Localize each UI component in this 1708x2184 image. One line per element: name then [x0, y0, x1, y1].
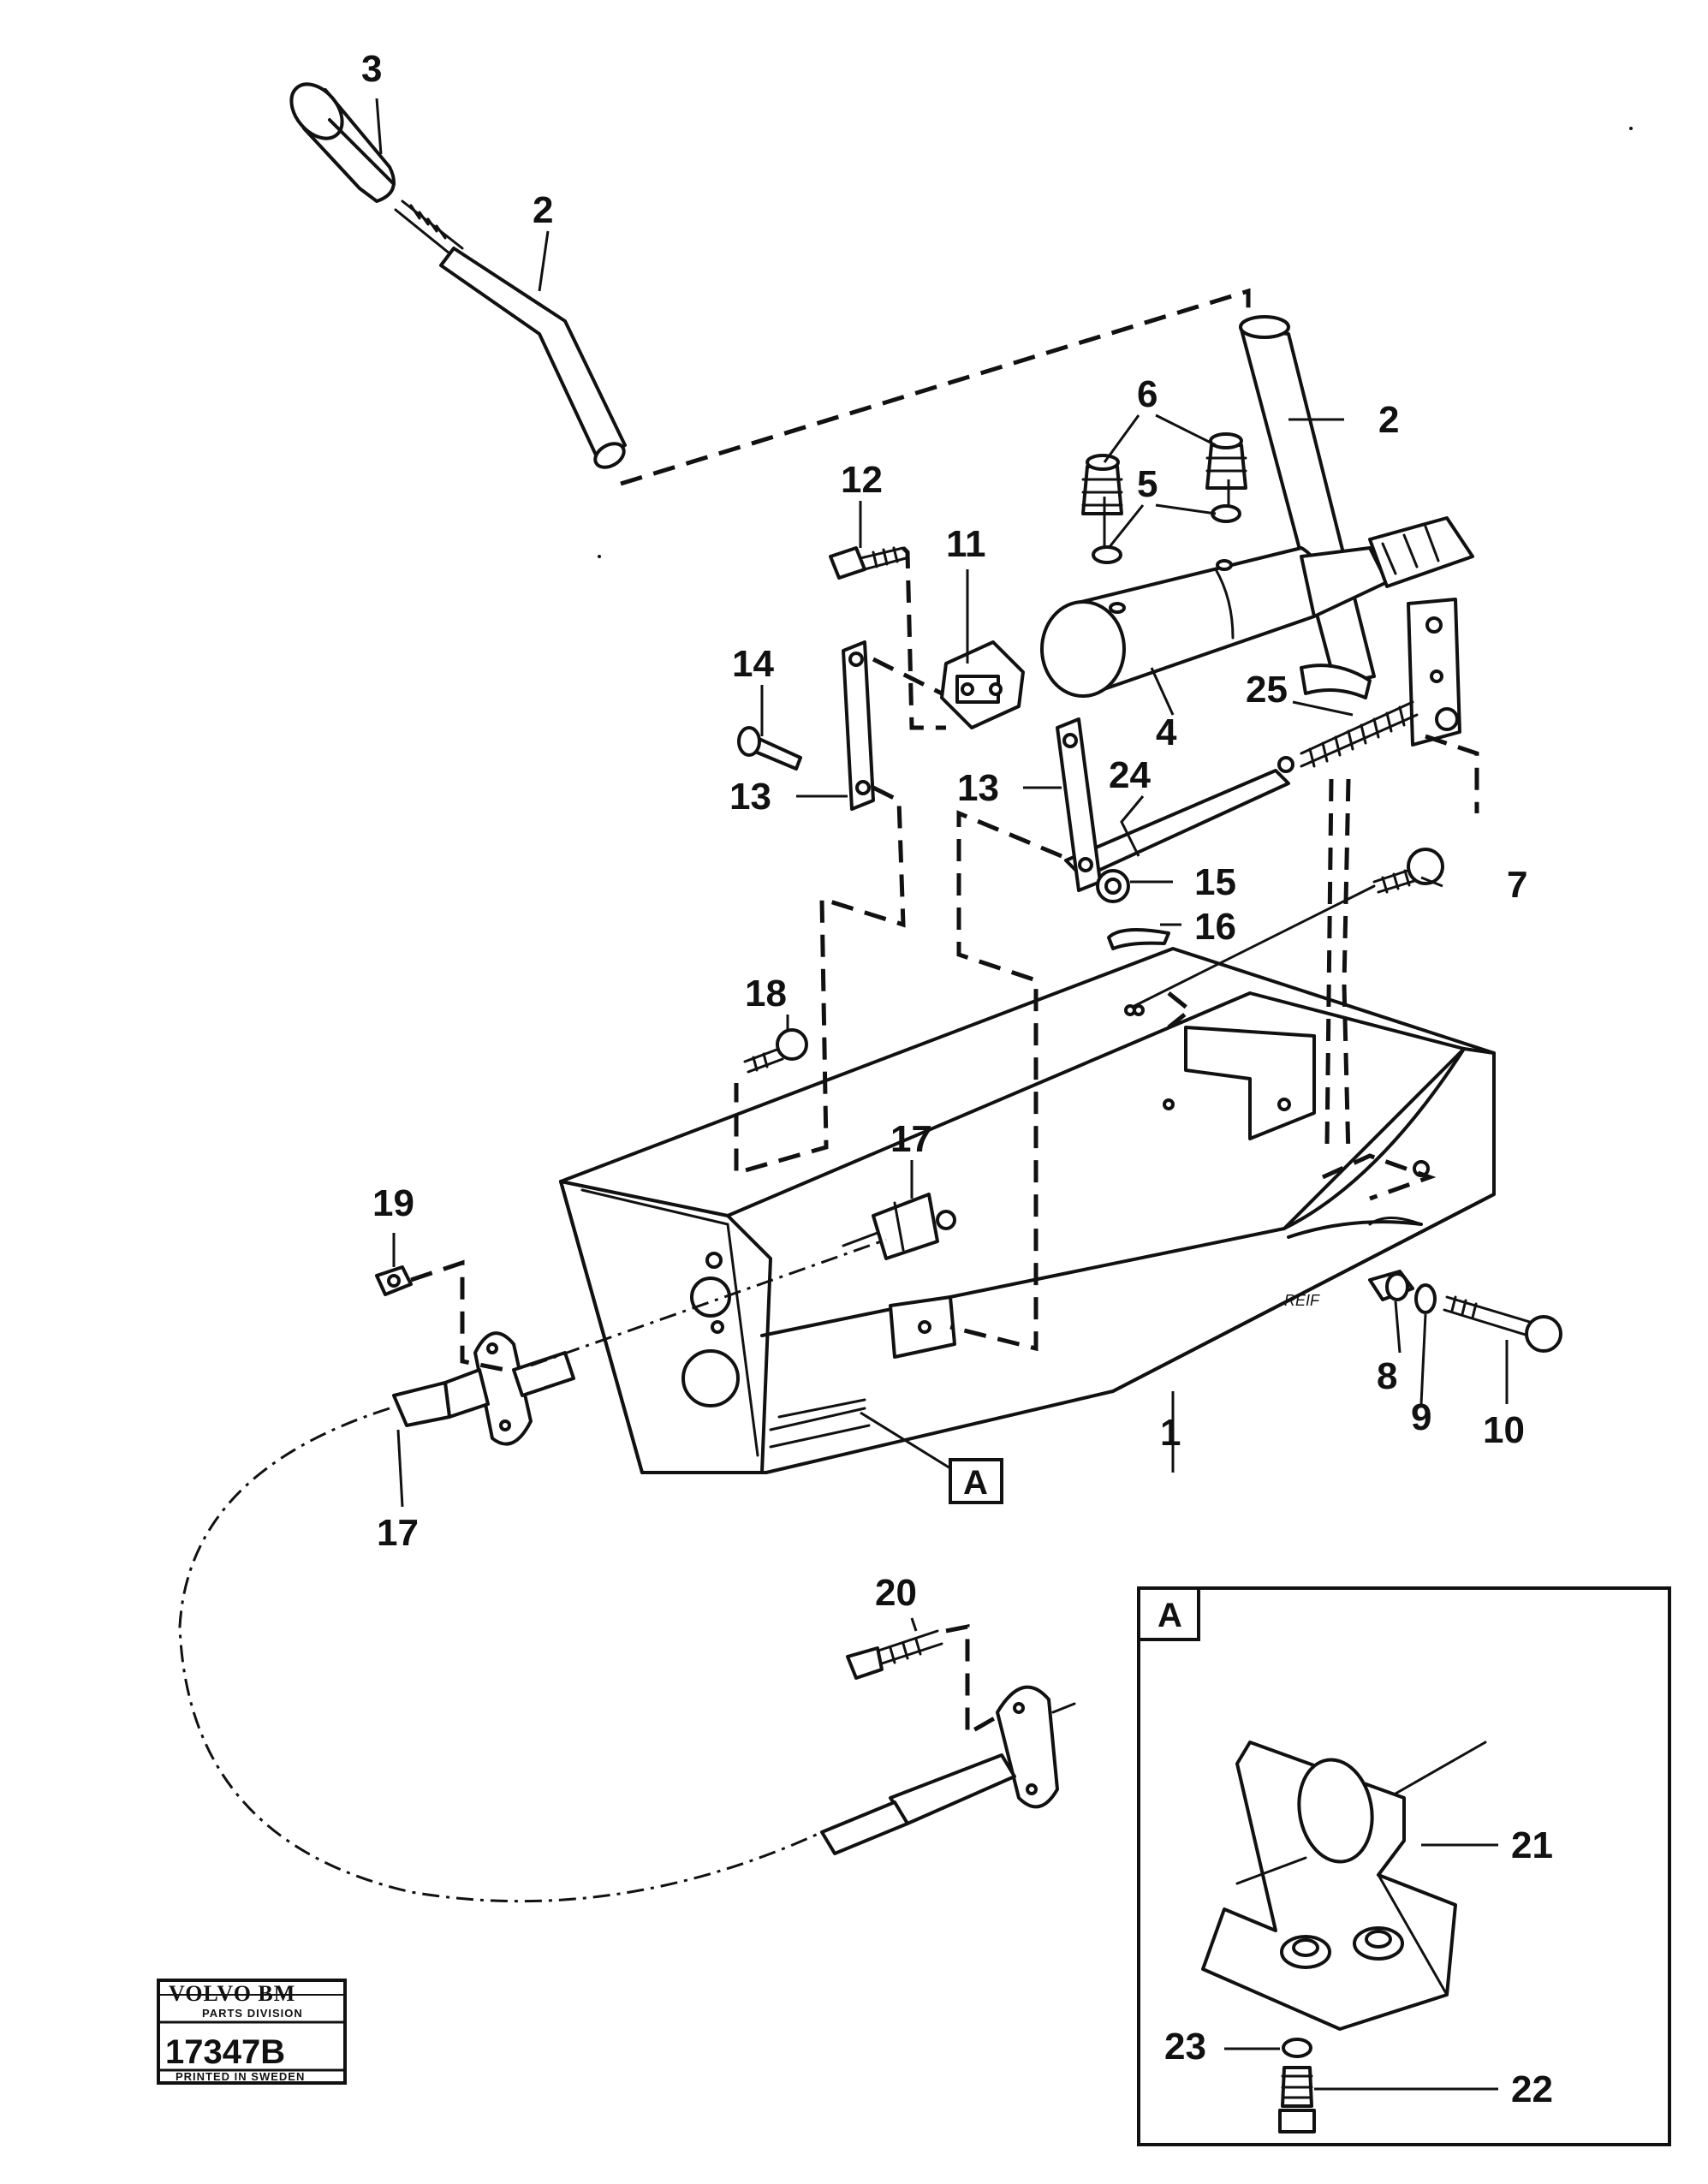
pivot-plate-11	[940, 640, 1025, 729]
callout-24: 24	[1109, 754, 1151, 796]
callout-18: 18	[745, 973, 787, 1015]
callout-19: 19	[372, 1182, 414, 1224]
callout-25: 25	[1246, 669, 1288, 711]
callout-12: 12	[841, 459, 883, 501]
callout-11: 11	[946, 523, 986, 565]
detail-marker-a: A	[949, 1458, 1003, 1504]
inset-label: A	[1158, 1597, 1182, 1634]
pin-14	[737, 726, 802, 771]
cylinder	[1040, 516, 1474, 698]
callout-21: 21	[1511, 1824, 1553, 1866]
spring	[1277, 700, 1419, 773]
callout-5: 5	[1137, 463, 1158, 505]
bolt-18	[743, 1028, 808, 1074]
cable-centerline	[530, 1238, 887, 1367]
callout-3: 3	[361, 48, 382, 90]
maker-mark: REIF	[1284, 1292, 1320, 1309]
callout-8: 8	[1377, 1355, 1397, 1397]
hole-pointer-7	[1124, 884, 1376, 1012]
bolt-12	[829, 546, 908, 580]
washer-23	[1282, 2038, 1312, 2058]
screw-7	[1372, 848, 1444, 894]
callout-6: 6	[1137, 373, 1158, 415]
lever-knob	[289, 82, 396, 203]
callout-17-lower: 17	[377, 1512, 419, 1554]
callout-leaders	[375, 98, 1509, 1632]
bolt-10	[1443, 1295, 1562, 1353]
callout-20: 20	[875, 1572, 917, 1614]
callout-2-upper: 2	[533, 189, 553, 231]
lever-assembly-dash	[620, 288, 1251, 486]
callout-14: 14	[732, 643, 774, 685]
stamp-brand: VOLVO BM	[169, 1981, 295, 2006]
stray-mark	[598, 555, 601, 558]
stamp-printed: PRINTED IN SWEDEN	[176, 2070, 305, 2083]
callout-4: 4	[1156, 711, 1177, 753]
callout-9: 9	[1411, 1396, 1431, 1438]
callout-1: 1	[1160, 1412, 1181, 1454]
link-plate-13a	[842, 640, 875, 811]
callout-22: 22	[1511, 2068, 1553, 2110]
callout-13-right: 13	[957, 767, 999, 809]
callout-7: 7	[1507, 864, 1527, 906]
callout-numbers: 3 2 2 6 5 12 11 14 13 13 4 25 24 15 16 7…	[361, 48, 1527, 1614]
console-housing	[559, 947, 1496, 1474]
screw-22	[1278, 2066, 1316, 2133]
cable-flange	[392, 1331, 575, 1446]
angle-bracket-21	[1201, 1741, 1487, 2031]
cable-end-lower	[820, 1685, 1076, 1855]
washer-9	[1414, 1283, 1437, 1314]
stamp-division: PARTS DIVISION	[202, 2007, 303, 2020]
svg-text:A: A	[963, 1464, 988, 1502]
nut-19	[375, 1265, 413, 1296]
bolt-20	[846, 1629, 943, 1680]
callout-17-upper: 17	[890, 1118, 932, 1160]
stud-6b	[1205, 432, 1247, 490]
callout-16: 16	[1194, 906, 1236, 948]
detail-inset-a: A 21 23 22	[1137, 1586, 1671, 2146]
callout-10: 10	[1483, 1409, 1525, 1451]
stud-6a	[1081, 454, 1123, 515]
cable-run	[178, 1407, 823, 1903]
cotter-pin	[1107, 928, 1170, 950]
callout-15: 15	[1194, 861, 1236, 903]
link-arm	[1064, 769, 1290, 879]
cylinder-bracket	[1300, 598, 1461, 747]
callout-23: 23	[1164, 2026, 1206, 2068]
assembly-dashes	[410, 546, 1479, 1738]
washer-5a	[1092, 545, 1122, 564]
spacer-8	[1368, 1270, 1414, 1301]
link-plate-13b	[1056, 717, 1102, 892]
cable-clevis	[842, 1193, 956, 1260]
lever-rod-upper	[394, 199, 627, 469]
callout-13-left: 13	[729, 776, 771, 818]
callout-2-lower: 2	[1378, 399, 1399, 441]
parts-stamp: VOLVO BM PARTS DIVISION 17347B PRINTED I…	[157, 1979, 347, 2085]
stamp-number: 17347B	[165, 2033, 285, 2071]
stray-mark	[1629, 127, 1633, 130]
washer-5b	[1211, 504, 1241, 523]
